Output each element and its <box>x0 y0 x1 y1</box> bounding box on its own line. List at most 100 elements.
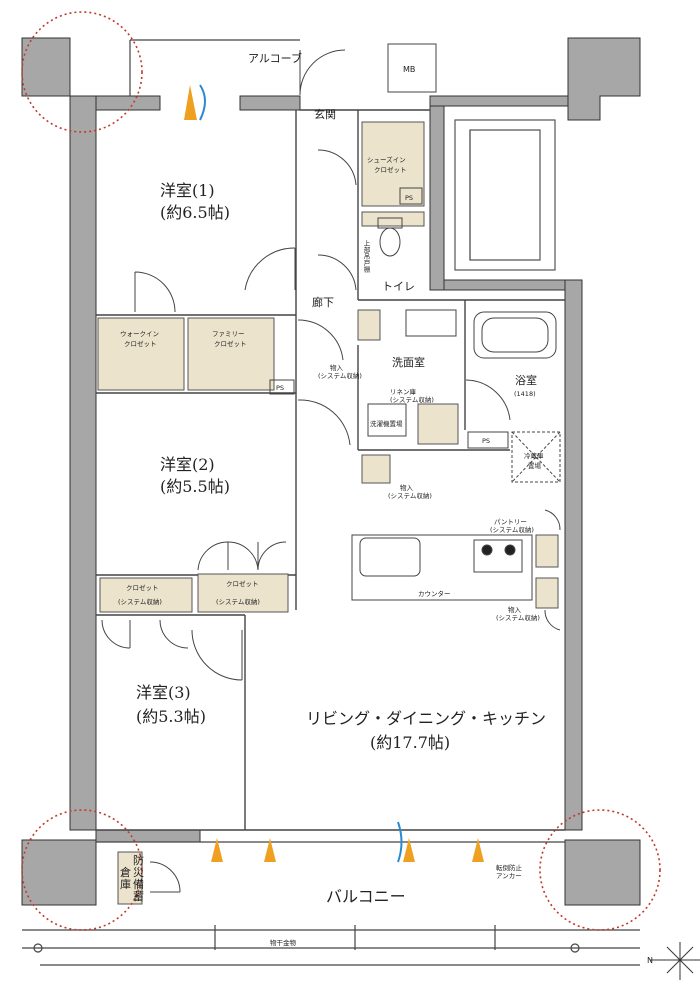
wall-bottom-a <box>95 829 201 843</box>
linen-closet <box>417 403 459 445</box>
disaster-storage <box>117 851 143 905</box>
wall-shaft-left <box>429 105 445 291</box>
storage-b <box>361 454 391 484</box>
shaft-void <box>454 119 556 271</box>
washer-label: 洗濯機置場 <box>370 419 403 428</box>
closet-left-label-2: (システム収納) <box>118 597 162 606</box>
walkin-label-1: ウォークイン <box>120 330 159 338</box>
toilet-bowl <box>379 227 401 257</box>
closet-right <box>197 573 289 613</box>
toilet-label: トイレ <box>382 280 415 293</box>
entrance-label: 玄関 <box>314 107 336 121</box>
vent-flow-icon-2 <box>397 821 403 863</box>
shoes-closet-label-2: クロゼット <box>374 165 407 174</box>
pantry-label-2: (システム収納) <box>490 525 534 534</box>
fridge-label-1: 冷蔵庫 <box>524 451 544 460</box>
bedroom3-size: (約5.3帖) <box>136 707 206 726</box>
corner-markers <box>21 11 661 931</box>
bedroom2-name: 洋室(2) <box>160 455 215 474</box>
family-label-2: クロゼット <box>214 339 247 348</box>
bedroom1-size: (約6.5帖) <box>160 203 230 222</box>
disaster-label-6: 庫 <box>120 877 131 891</box>
ps-family <box>269 379 295 395</box>
ldk-name: リビング・ダイニング・キッチン <box>306 709 546 728</box>
column-top-left <box>21 37 71 97</box>
vent-icon-2 <box>264 838 276 862</box>
window-frames <box>22 39 640 966</box>
wall-shaft-bottom <box>443 279 566 291</box>
linen-label-1: リネン庫 <box>390 387 417 396</box>
bathtub <box>473 311 557 359</box>
vent-icon-3 <box>403 838 415 862</box>
compass-icon <box>650 942 700 980</box>
vent-icon-top <box>184 85 197 120</box>
fridge-label-2: 置場 <box>528 461 542 470</box>
bedroom1-name: 洋室(1) <box>160 181 215 200</box>
column-bottom-left <box>21 839 97 906</box>
vent-icon-4 <box>472 838 484 862</box>
stove <box>473 539 523 573</box>
bedroom3-name: 洋室(3) <box>136 683 191 702</box>
vents <box>184 84 484 863</box>
storage-a-label-1: 物入 <box>330 363 344 372</box>
bedroom2-size: (約5.5帖) <box>160 477 230 496</box>
storage-a-label-2: (システム収納) <box>318 371 362 380</box>
fridge-space <box>511 431 561 483</box>
disaster-label-2: 災 <box>133 866 144 879</box>
upper-storage-label: 上部吊戸棚 <box>362 239 370 274</box>
fixtures <box>269 43 561 601</box>
interior-walls <box>96 109 565 831</box>
pantry-label-1: パントリー <box>494 518 527 526</box>
anchor-label-2: アンカー <box>496 872 522 880</box>
storage-c <box>535 577 559 609</box>
closet-right-label-1: クロゼット <box>226 579 259 588</box>
wash-basin <box>405 309 457 337</box>
linen-label-2: (システム収納) <box>390 395 434 404</box>
closet-right-label-2: (システム収納) <box>216 597 260 606</box>
disaster-label-4: 蓄 <box>133 890 144 903</box>
disaster-label-3: 備 <box>133 878 144 891</box>
burner-1 <box>481 544 493 556</box>
disaster-label-1: 防 <box>133 853 144 867</box>
column-bottom-right <box>564 839 641 906</box>
closets <box>97 121 559 905</box>
closet-left <box>99 577 193 613</box>
wall-top-b <box>239 95 301 111</box>
kitchen-counter <box>351 534 533 601</box>
anchor-label-1: 転倒防止 <box>496 863 523 872</box>
vent-flow-icon <box>199 84 206 121</box>
washer-space <box>367 403 407 437</box>
storage-b-label-1: 物入 <box>400 483 414 492</box>
disaster-label-5: 倉 <box>120 865 131 879</box>
storage-a <box>357 309 381 341</box>
ps-bath <box>467 431 509 449</box>
counter-label: カウンター <box>418 589 451 598</box>
shoes-closet-label-1: シューズイン <box>367 155 406 164</box>
family-closet <box>187 317 275 391</box>
storage-c-label-1: 物入 <box>508 605 522 614</box>
column-top-right <box>567 37 641 121</box>
ps-shoes-label: PS <box>405 194 413 202</box>
balcony-label: バルコニー <box>326 887 406 906</box>
alcove-label: アルコーブ <box>248 51 302 65</box>
clothes-rail-label: 物干金物 <box>270 938 297 947</box>
washroom-label: 洗面室 <box>392 355 425 369</box>
wall-left <box>69 95 97 831</box>
storage-b-label-2: (システム収納) <box>388 491 432 500</box>
closet-left-label-1: クロゼット <box>126 583 159 592</box>
burner-2 <box>504 544 516 556</box>
walkin-label-2: クロゼット <box>124 339 157 348</box>
kitchen-sink <box>359 537 421 577</box>
wall-top-a <box>95 95 161 111</box>
structural-walls <box>21 37 641 906</box>
pantry <box>535 534 559 568</box>
ps-bath-label: PS <box>482 437 490 445</box>
north-label: N <box>647 956 653 965</box>
mb-box <box>387 43 437 93</box>
bathtub-inner <box>481 317 549 353</box>
walkin-closet <box>97 317 185 391</box>
corridor-label: 廊下 <box>312 295 334 309</box>
bath-name: 浴室 <box>515 373 537 387</box>
toilet-upper-shelf <box>361 211 425 227</box>
